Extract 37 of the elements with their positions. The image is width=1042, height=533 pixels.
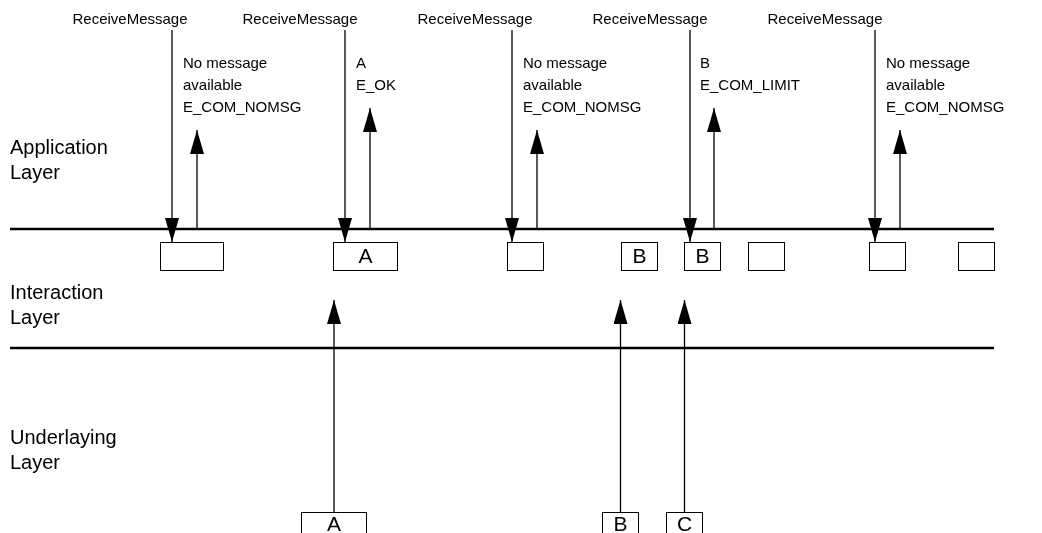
buffer-box: B xyxy=(684,242,721,271)
arrow xyxy=(190,129,204,230)
message-box: B xyxy=(602,512,639,533)
arrow xyxy=(683,29,697,243)
message-box: C xyxy=(666,512,703,533)
buffer-box xyxy=(869,242,906,271)
call-label: ReceiveMessage xyxy=(241,10,359,27)
layer-label: Application Layer xyxy=(10,135,109,185)
arrow xyxy=(707,107,721,230)
return-label: No message available E_COM_NOMSG xyxy=(183,53,303,117)
return-label: B E_COM_LIMIT xyxy=(700,53,802,95)
buffer-box: A xyxy=(333,242,398,271)
arrow xyxy=(338,29,352,243)
return-label: No message available E_COM_NOMSG xyxy=(523,53,643,117)
call-label: ReceiveMessage xyxy=(71,10,189,27)
message-box: A xyxy=(301,512,367,533)
arrow xyxy=(530,129,544,230)
arrow xyxy=(165,29,179,243)
arrow xyxy=(868,29,882,243)
layer-label: Interaction Layer xyxy=(10,280,105,330)
buffer-box xyxy=(958,242,995,271)
call-label: ReceiveMessage xyxy=(591,10,709,27)
arrow xyxy=(363,107,377,230)
arrow xyxy=(505,29,519,243)
buffer-box: B xyxy=(621,242,658,271)
arrow xyxy=(327,299,341,513)
arrow xyxy=(613,299,628,513)
return-label: A E_OK xyxy=(356,53,398,95)
arrow xyxy=(893,129,907,230)
call-label: ReceiveMessage xyxy=(766,10,884,27)
return-label: No message available E_COM_NOMSG xyxy=(886,53,1006,117)
layer-label: Underlaying Layer xyxy=(10,425,118,475)
arrow xyxy=(677,299,692,513)
buffer-box xyxy=(160,242,224,271)
buffer-box xyxy=(748,242,785,271)
buffer-box xyxy=(507,242,544,271)
call-label: ReceiveMessage xyxy=(416,10,534,27)
